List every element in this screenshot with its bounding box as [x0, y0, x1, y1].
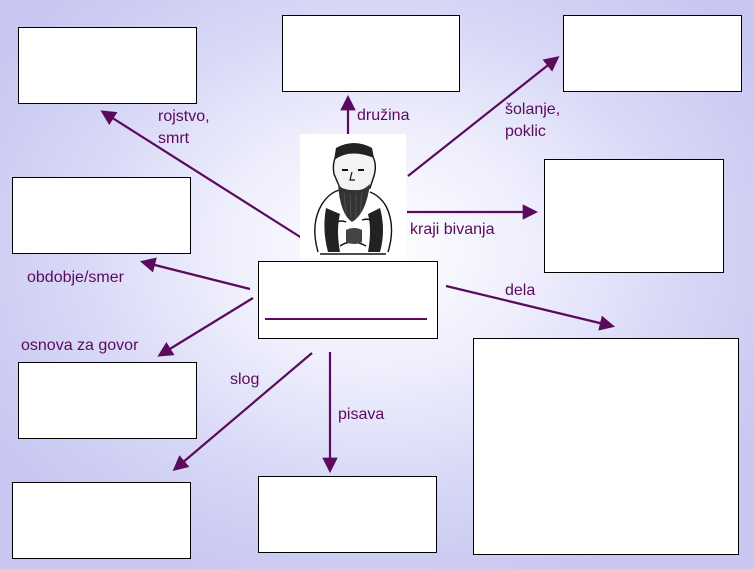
label-script: pisava — [338, 406, 385, 423]
label-period: obdobje/smer — [27, 269, 124, 286]
label-style: slog — [230, 371, 260, 388]
label-birth-death-line2: smrt — [158, 130, 190, 147]
label-family: družina — [357, 107, 410, 124]
arrow-period — [140, 257, 251, 291]
center-underline — [265, 318, 427, 320]
arrow-works — [445, 284, 615, 331]
arrow-style — [172, 352, 313, 471]
box-bottom-center[interactable] — [258, 476, 437, 553]
box-large-right[interactable] — [473, 338, 739, 555]
label-birth-death-line1: rojstvo, — [158, 108, 210, 125]
engraved-portrait-icon — [300, 134, 406, 258]
label-places: kraji bivanja — [410, 221, 495, 238]
box-bottom-left[interactable] — [12, 482, 191, 559]
box-top-left[interactable] — [18, 27, 197, 104]
arrow-birth-death — [100, 110, 306, 241]
label-speech-basis: osnova za govor — [21, 337, 139, 354]
box-mid-left[interactable] — [12, 177, 191, 254]
label-works: dela — [505, 282, 536, 299]
box-mid-right[interactable] — [544, 159, 724, 273]
arrow-education — [407, 56, 560, 177]
label-education-line1: šolanje, — [505, 101, 561, 118]
label-education-line2: poklic — [505, 123, 546, 140]
box-lower-left[interactable] — [18, 362, 197, 439]
arrow-speech-basis — [157, 297, 254, 357]
box-top-center[interactable] — [282, 15, 460, 92]
box-center[interactable] — [258, 261, 438, 339]
box-top-right[interactable] — [563, 15, 742, 92]
